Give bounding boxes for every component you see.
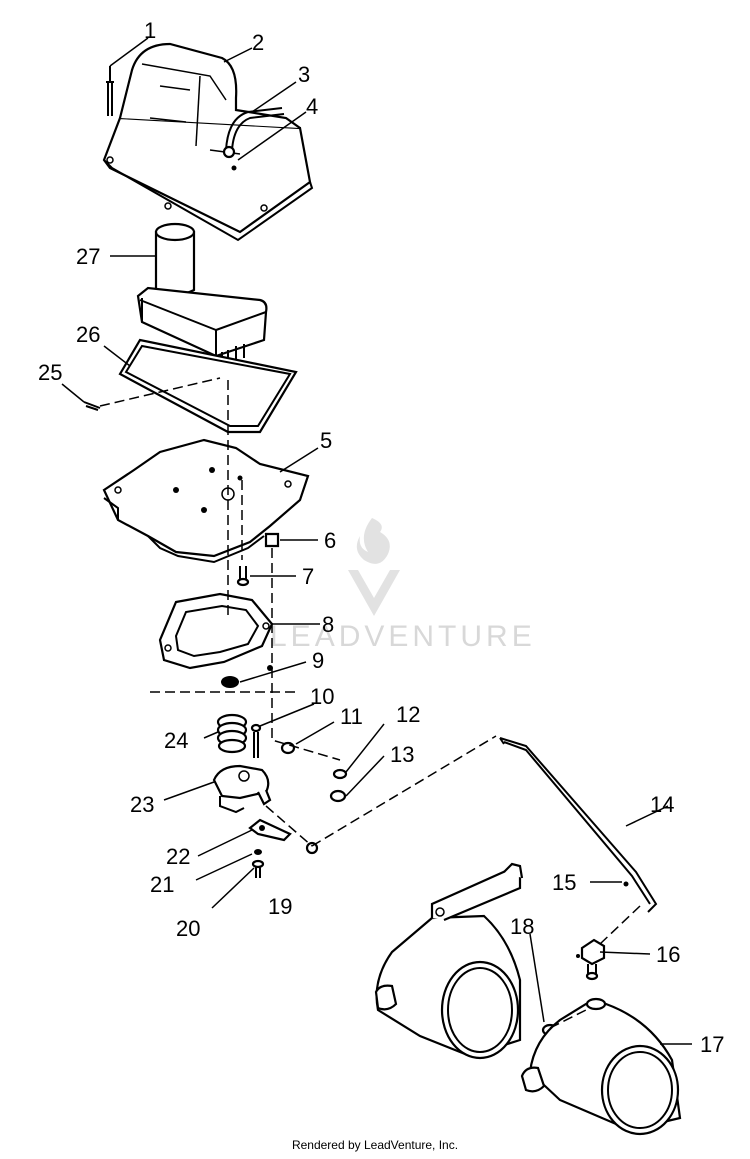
callout-17: 17 [700, 1032, 724, 1057]
callout-9: 9 [312, 648, 324, 673]
throttle-body-part-17 [520, 997, 682, 1136]
clip-part-19 [305, 841, 319, 855]
callout-21: 21 [150, 872, 174, 897]
assembly-dashed-lines [99, 377, 641, 1029]
callout-2: 2 [252, 30, 264, 55]
screw-part-10 [250, 723, 262, 758]
callout-24: 24 [164, 728, 188, 753]
actuator-part-27 [136, 222, 268, 378]
washer-part-9 [221, 665, 273, 688]
callout-leader-lines [61, 37, 692, 1045]
nut-part-12 [332, 768, 348, 780]
throttle-rod-part-14 [499, 737, 658, 913]
callout-10: 10 [310, 684, 334, 709]
vacuum-hose-part-3 [222, 107, 285, 159]
callout-25: 25 [38, 360, 62, 385]
pin-part-25 [83, 401, 101, 411]
callout-13: 13 [390, 742, 414, 767]
nut-part-11 [280, 741, 296, 755]
clip-part-15 [623, 881, 629, 887]
callout-16: 16 [656, 942, 680, 967]
callout-5: 5 [320, 428, 332, 453]
callout-8: 8 [322, 612, 334, 637]
washer-part-21 [254, 849, 262, 855]
lever-arm-part-22 [248, 818, 292, 842]
screw-part-1 [106, 66, 114, 116]
callout-3: 3 [298, 62, 310, 87]
callout-26: 26 [76, 322, 100, 347]
callout-15: 15 [552, 870, 576, 895]
fitting-part-4 [231, 165, 237, 171]
diaphragm-gasket-part-8 [158, 592, 274, 670]
screw-part-7 [236, 566, 250, 587]
swivel-part-16 [576, 938, 606, 981]
throttle-body-upper [374, 862, 524, 1060]
callout-27: 27 [76, 244, 100, 269]
bushing-part-6 [264, 532, 280, 548]
screw-part-20 [251, 859, 265, 878]
callout-6: 6 [324, 528, 336, 553]
base-plate-part-5 [102, 438, 310, 564]
leadventure-watermark: LEADVENTURE [270, 518, 536, 653]
callout-numbers: 1 2 3 4 5 6 7 8 9 10 11 12 13 14 15 16 1… [38, 18, 724, 1057]
spring-part-24 [216, 713, 248, 754]
callout-20: 20 [176, 916, 200, 941]
cover-housing-part [102, 42, 314, 242]
leadventure-logo-icon [348, 518, 400, 616]
callout-11: 11 [340, 704, 363, 729]
callout-12: 12 [396, 702, 420, 727]
callout-19: 19 [268, 894, 292, 919]
callout-4: 4 [306, 94, 318, 119]
footer-credit: Rendered by LeadVenture, Inc. [291, 1138, 459, 1152]
callout-18: 18 [510, 914, 534, 939]
callout-14: 14 [650, 792, 674, 817]
callout-7: 7 [302, 564, 314, 589]
callout-1: 1 [144, 18, 156, 43]
callout-22: 22 [166, 844, 190, 869]
nut-part-13 [329, 789, 347, 803]
watermark-text: LEADVENTURE [270, 620, 536, 653]
gasket-part-26 [118, 338, 298, 434]
lever-housing-part-23 [212, 764, 272, 814]
callout-23: 23 [130, 792, 154, 817]
